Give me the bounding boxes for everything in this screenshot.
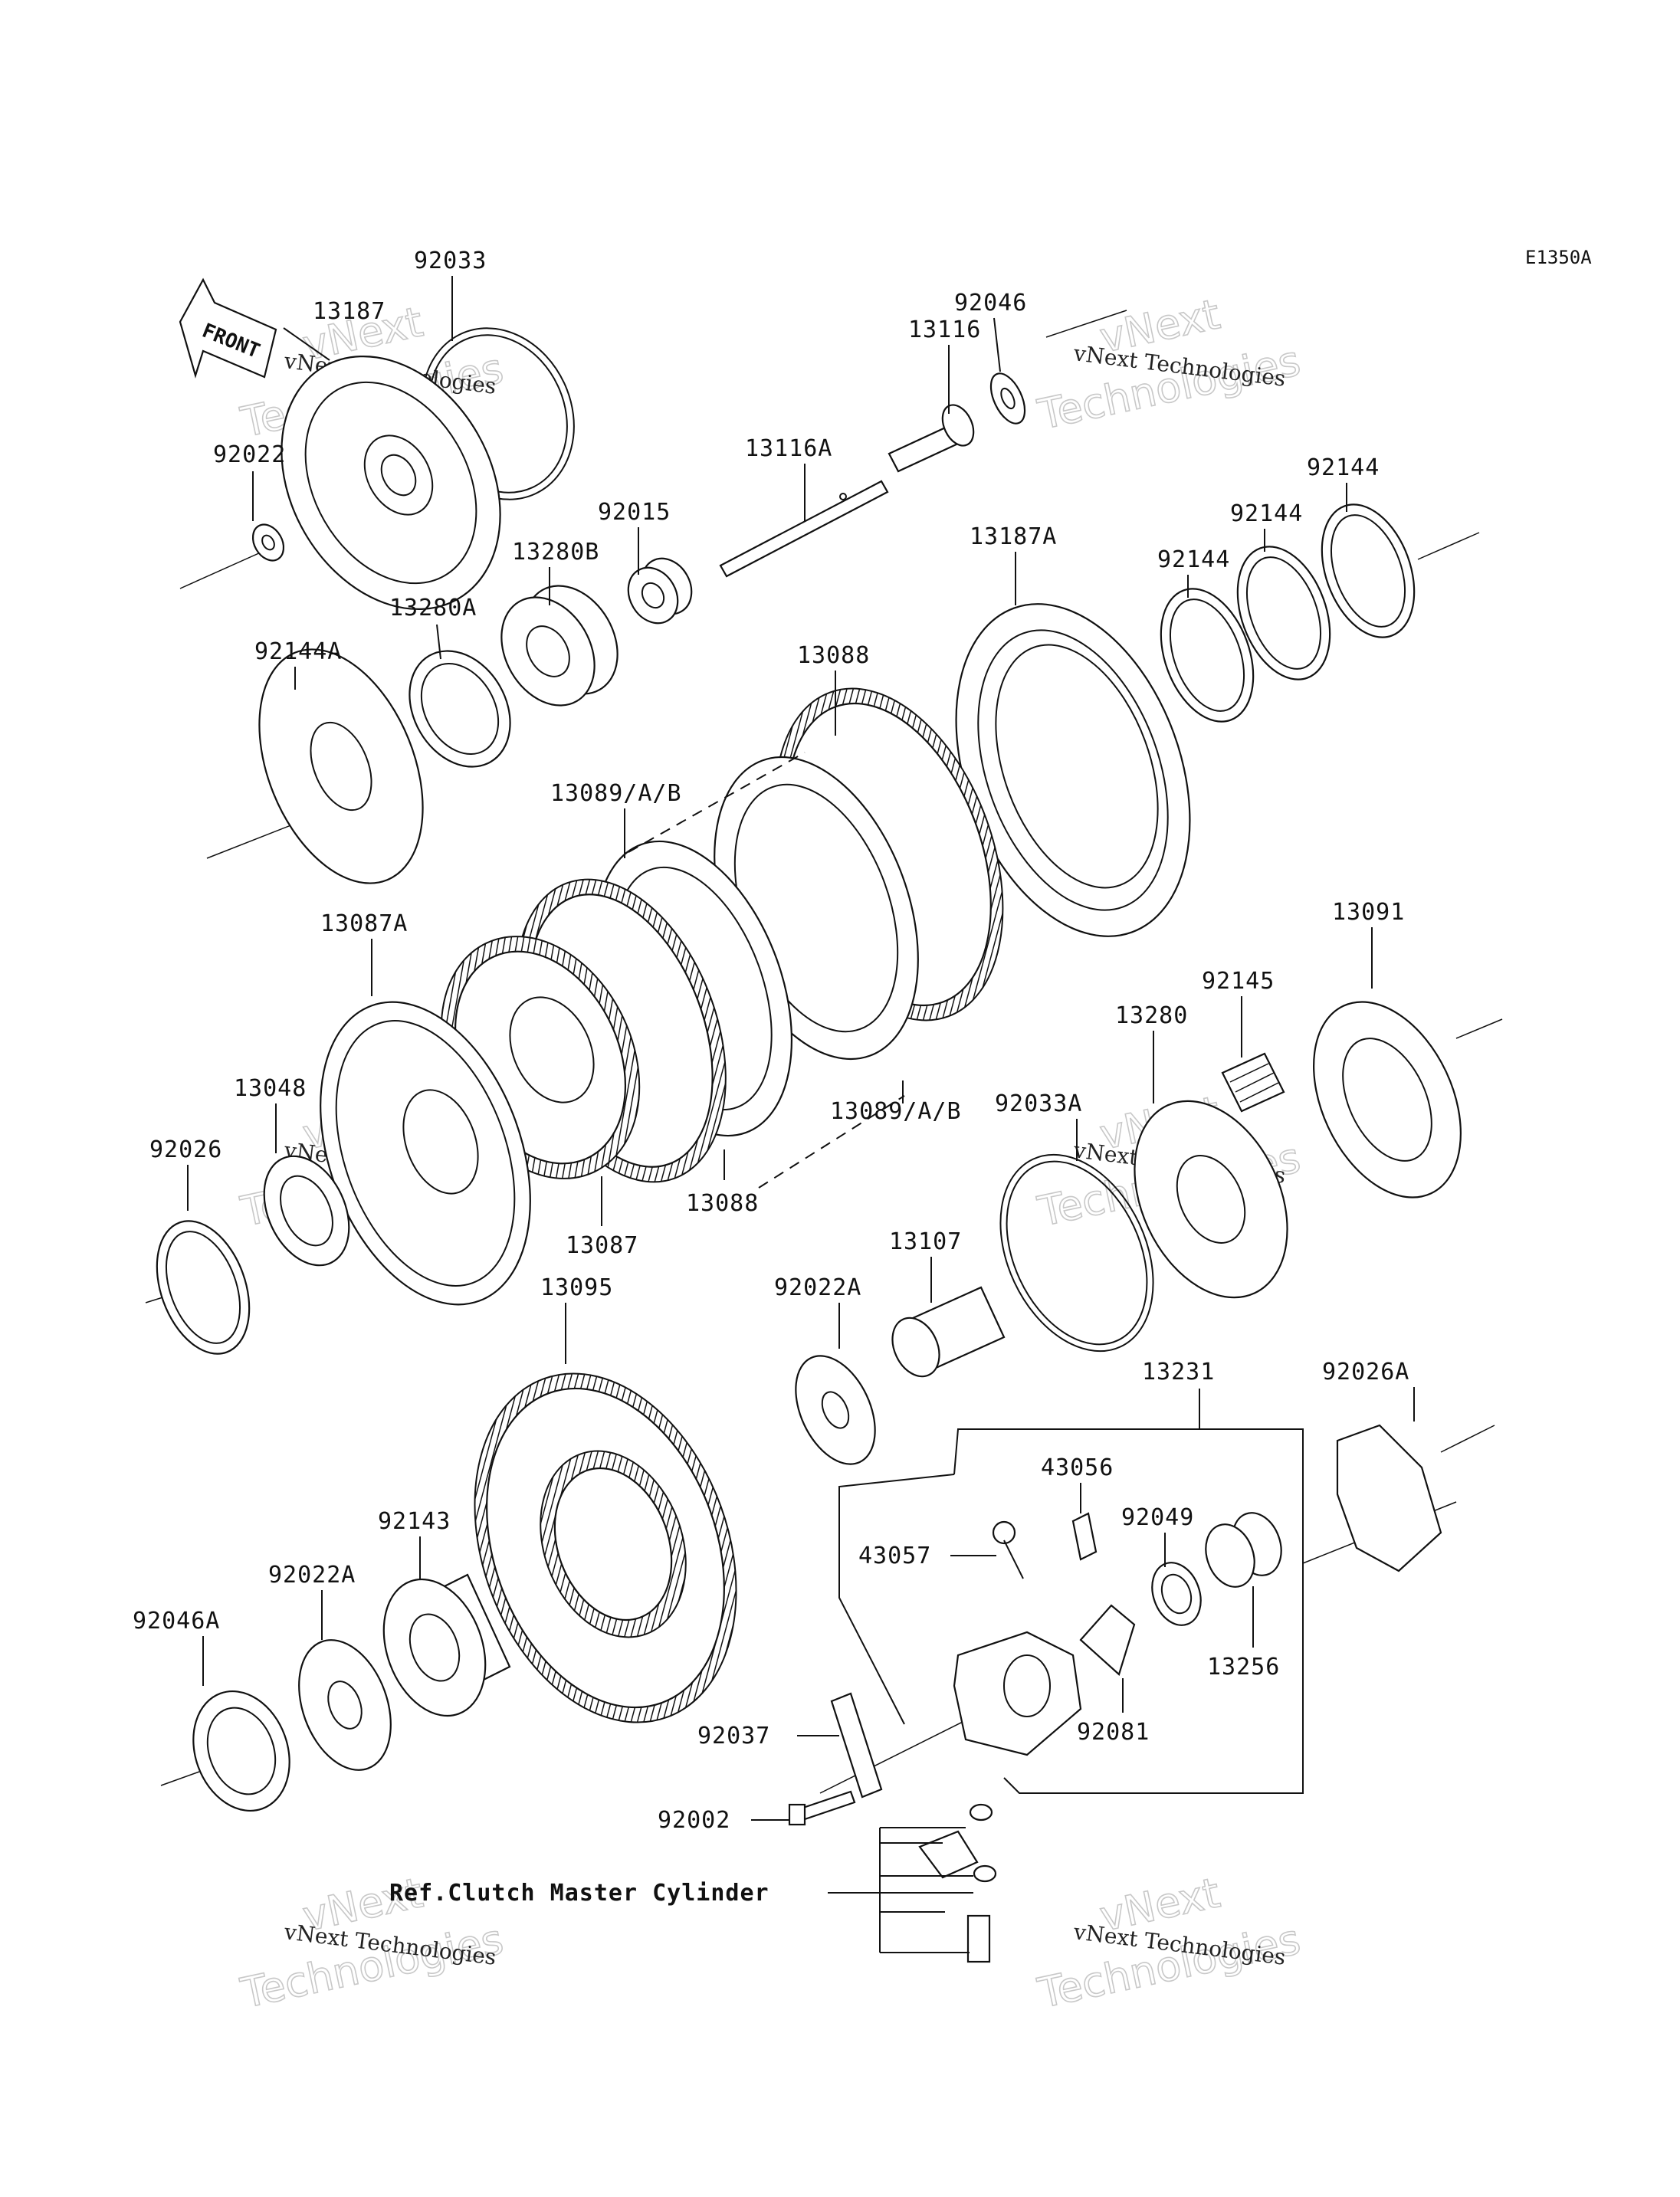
part-92143-collar[interactable] [366,1565,511,1730]
label-13280A: 13280A [389,595,477,621]
part-13280-lifter-plate[interactable] [1104,1077,1317,1323]
part-13256-piston[interactable] [1197,1506,1289,1593]
leader-lines [187,276,1415,1821]
part-92081-spring[interactable] [1079,1604,1136,1676]
label-92002: 92002 [658,1807,730,1834]
label-92033: 92033 [414,248,487,274]
watermark-bottom-right: vNext Technologies vNext Technologies [1033,1867,1305,2018]
label-13116A: 13116A [745,435,832,462]
part-92022-washer[interactable] [247,519,290,566]
label-92145: 92145 [1202,968,1275,995]
part-13048-bearing[interactable] [248,1143,366,1279]
label-13280: 13280 [1115,1002,1188,1029]
part-92145-spring[interactable] [1221,1052,1285,1113]
part-92033A-snap-ring[interactable] [970,1130,1183,1376]
part-13187-pressure-plate[interactable] [238,316,544,648]
part-92026-ring[interactable] [140,1208,267,1367]
part-92144-shim-1[interactable] [1144,576,1271,735]
part-92022A-washer-upper[interactable] [780,1343,891,1477]
label-13087: 13087 [566,1232,638,1259]
label-92144-1: 92144 [1157,546,1230,573]
part-92144-shim-3[interactable] [1305,492,1432,651]
label-92144-2: 92144 [1230,500,1303,527]
part-92022A-washer-lower[interactable] [282,1627,408,1782]
label-13187A: 13187A [970,523,1057,550]
part-92144-shim-2[interactable] [1221,534,1347,693]
group-13231-frame [838,1389,1304,1794]
label-ref-clutch-master-cylinder: Ref.Clutch Master Cylinder [389,1880,769,1907]
label-92026: 92026 [149,1136,222,1163]
label-92022: 92022 [213,441,286,468]
label-92049: 92049 [1121,1504,1194,1531]
label-92015: 92015 [598,499,671,526]
part-13116-pin[interactable] [888,400,979,473]
part-92026A-gasket[interactable] [1336,1424,1442,1572]
label-92022A-lower: 92022A [268,1562,356,1589]
label-13107: 13107 [889,1228,962,1255]
part-13091-spring-holder[interactable] [1285,979,1490,1221]
front-arrow-icon: FRONT [179,277,277,379]
label-13088-top: 13088 [797,642,870,669]
label-13280B: 13280B [512,539,599,566]
label-92026A: 92026A [1322,1359,1409,1385]
part-92046A-needle-bearing[interactable] [177,1677,305,1824]
ref-bracket [828,1827,973,1953]
label-13048: 13048 [234,1075,307,1102]
label-13088-bottom: 13088 [686,1190,759,1217]
part-13095-primary-gear[interactable] [428,1336,782,1759]
label-92033A: 92033A [995,1090,1082,1117]
label-92143: 92143 [378,1508,451,1535]
label-13089-bottom: 13089/A/B [830,1098,962,1125]
part-43056-bleeder-valve[interactable] [1071,1512,1098,1561]
label-13087A: 13087A [320,910,408,937]
part-92037-rod[interactable] [830,1692,883,1799]
watermark-top-right: vNext Technologies vNext Technologies [1033,289,1305,439]
part-92144A-plate[interactable] [228,625,454,907]
label-13091: 13091 [1332,899,1405,926]
label-43056: 43056 [1041,1454,1114,1481]
label-92037: 92037 [697,1723,770,1749]
part-13280B-hub[interactable] [483,569,636,723]
label-13187: 13187 [313,298,386,325]
label-92081: 92081 [1077,1719,1150,1746]
label-43057: 43057 [858,1543,931,1569]
label-13089-top: 13089/A/B [550,780,682,807]
part-13280A-ring[interactable] [389,633,530,785]
part-92049-seal[interactable] [1144,1556,1209,1631]
label-92046A: 92046A [133,1608,220,1635]
part-92015-nut[interactable] [619,549,701,632]
label-92144A: 92144A [254,638,342,665]
label-92144-3: 92144 [1307,454,1380,481]
label-13095: 13095 [540,1274,613,1301]
label-13231: 13231 [1142,1359,1215,1385]
part-92046-bearing[interactable] [984,369,1032,429]
part-13107-sleeve[interactable] [884,1286,1006,1384]
part-13116A-push-rod[interactable] [719,480,889,578]
label-13116: 13116 [908,316,981,343]
label-92046: 92046 [954,290,1027,316]
part-92002-bolt[interactable] [788,1790,856,1826]
label-13256: 13256 [1207,1654,1280,1681]
part-43057-cap[interactable] [992,1520,1024,1579]
part-slave-cylinder-body[interactable] [953,1631,1082,1756]
diagram-code: E1350A [1525,247,1592,268]
label-92022A-upper: 92022A [774,1274,861,1301]
